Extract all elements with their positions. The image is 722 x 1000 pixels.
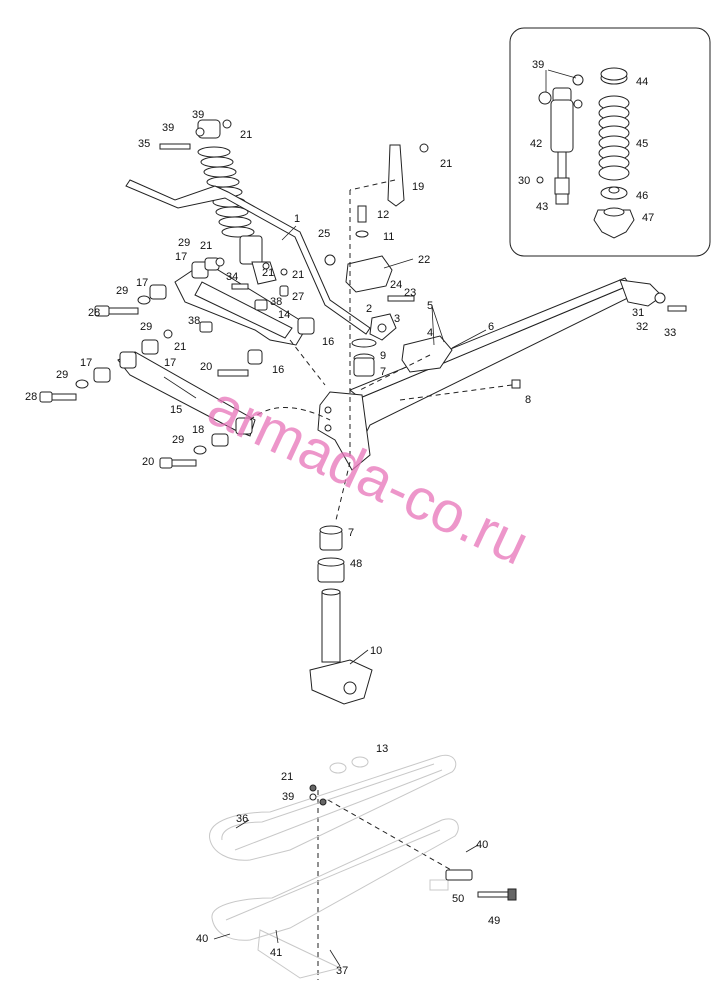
callout-14: 14 bbox=[278, 309, 290, 321]
callout-44: 44 bbox=[636, 76, 648, 88]
callout-33: 33 bbox=[664, 327, 676, 339]
callout-21b: 21 bbox=[440, 158, 452, 170]
callout-6: 6 bbox=[488, 321, 494, 333]
callout-42: 42 bbox=[530, 138, 542, 150]
callout-36: 36 bbox=[236, 813, 248, 825]
ski-assembly bbox=[209, 754, 517, 979]
callout-29c: 29 bbox=[140, 321, 152, 333]
callout-29e: 29 bbox=[172, 434, 184, 446]
callout-22: 22 bbox=[418, 254, 430, 266]
callout-41: 41 bbox=[270, 947, 282, 959]
callout-27: 27 bbox=[292, 291, 304, 303]
callout-1: 1 bbox=[294, 213, 300, 225]
callout-29a: 29 bbox=[178, 237, 190, 249]
callout-11: 11 bbox=[383, 231, 394, 243]
callout-15: 15 bbox=[170, 404, 182, 416]
steering-hardware bbox=[345, 144, 453, 377]
callout-49: 49 bbox=[488, 915, 500, 927]
callout-3: 3 bbox=[394, 313, 400, 325]
leader-lines bbox=[163, 225, 487, 967]
callout-31: 31 bbox=[632, 307, 644, 319]
callout-20b: 20 bbox=[142, 456, 154, 468]
callout-16b: 16 bbox=[272, 364, 284, 376]
upper-a-arm bbox=[174, 261, 315, 346]
callout-17d: 17 bbox=[80, 357, 92, 369]
lower-a-arm bbox=[117, 351, 256, 437]
callout-17b: 17 bbox=[136, 277, 148, 289]
callout-50: 50 bbox=[452, 893, 464, 905]
callout-17a: 17 bbox=[175, 251, 187, 263]
callout-21c: 21 bbox=[200, 240, 212, 252]
shock-inset: 39 42 30 43 44 45 46 47 bbox=[509, 27, 711, 257]
callout-39a: 39 bbox=[192, 109, 204, 121]
callout-39: 39 bbox=[532, 59, 544, 71]
callout-13: 13 bbox=[376, 743, 388, 755]
callout-29d: 29 bbox=[56, 369, 68, 381]
callout-4: 4 bbox=[427, 327, 433, 339]
callout-37: 37 bbox=[336, 965, 348, 977]
callout-7b: 7 bbox=[348, 527, 354, 539]
callout-43: 43 bbox=[536, 201, 548, 213]
callout-25: 25 bbox=[318, 228, 330, 240]
callout-46: 46 bbox=[636, 190, 648, 202]
callout-28a: 28 bbox=[88, 307, 100, 319]
callout-38b: 38 bbox=[188, 315, 200, 327]
callout-23: 23 bbox=[404, 287, 416, 299]
sway-bar bbox=[125, 179, 371, 335]
callout-12: 12 bbox=[377, 209, 389, 221]
callout-47: 47 bbox=[642, 212, 654, 224]
callout-40b: 40 bbox=[196, 933, 208, 945]
spindle bbox=[309, 525, 373, 705]
callout-19: 19 bbox=[412, 181, 424, 193]
bushings-hardware bbox=[39, 119, 687, 469]
callout-38a: 38 bbox=[270, 296, 282, 308]
callouts: 1 2 3 4 5 6 7 7 8 9 10 11 12 13 14 15 16… bbox=[25, 109, 676, 977]
callout-21d: 21 bbox=[262, 267, 274, 279]
callout-21a: 21 bbox=[240, 129, 252, 141]
callout-16a: 16 bbox=[322, 336, 334, 348]
callout-5: 5 bbox=[427, 300, 433, 312]
callout-30: 30 bbox=[518, 175, 530, 187]
callout-34: 34 bbox=[226, 271, 238, 283]
callout-48: 48 bbox=[350, 558, 362, 570]
callout-32: 32 bbox=[636, 321, 648, 333]
callout-28b: 28 bbox=[25, 391, 37, 403]
callout-29b: 29 bbox=[116, 285, 128, 297]
callout-24: 24 bbox=[390, 279, 402, 291]
callout-45: 45 bbox=[636, 138, 648, 150]
callout-9: 9 bbox=[380, 350, 386, 362]
callout-17c: 17 bbox=[164, 357, 176, 369]
assembly-lines bbox=[249, 179, 513, 980]
callout-18: 18 bbox=[192, 424, 204, 436]
callout-21f: 21 bbox=[174, 341, 186, 353]
callout-39c: 39 bbox=[282, 791, 294, 803]
callout-8: 8 bbox=[525, 394, 531, 406]
callout-20a: 20 bbox=[200, 361, 212, 373]
callout-40a: 40 bbox=[476, 839, 488, 851]
inset-shock-body bbox=[536, 74, 584, 205]
callout-2: 2 bbox=[366, 303, 372, 315]
callout-21g: 21 bbox=[281, 771, 293, 783]
callout-35: 35 bbox=[138, 138, 150, 150]
callout-10: 10 bbox=[370, 645, 382, 657]
callout-7a: 7 bbox=[380, 366, 386, 378]
inset-spring bbox=[593, 67, 635, 239]
callout-21e: 21 bbox=[292, 269, 304, 281]
callout-39b: 39 bbox=[162, 122, 174, 134]
